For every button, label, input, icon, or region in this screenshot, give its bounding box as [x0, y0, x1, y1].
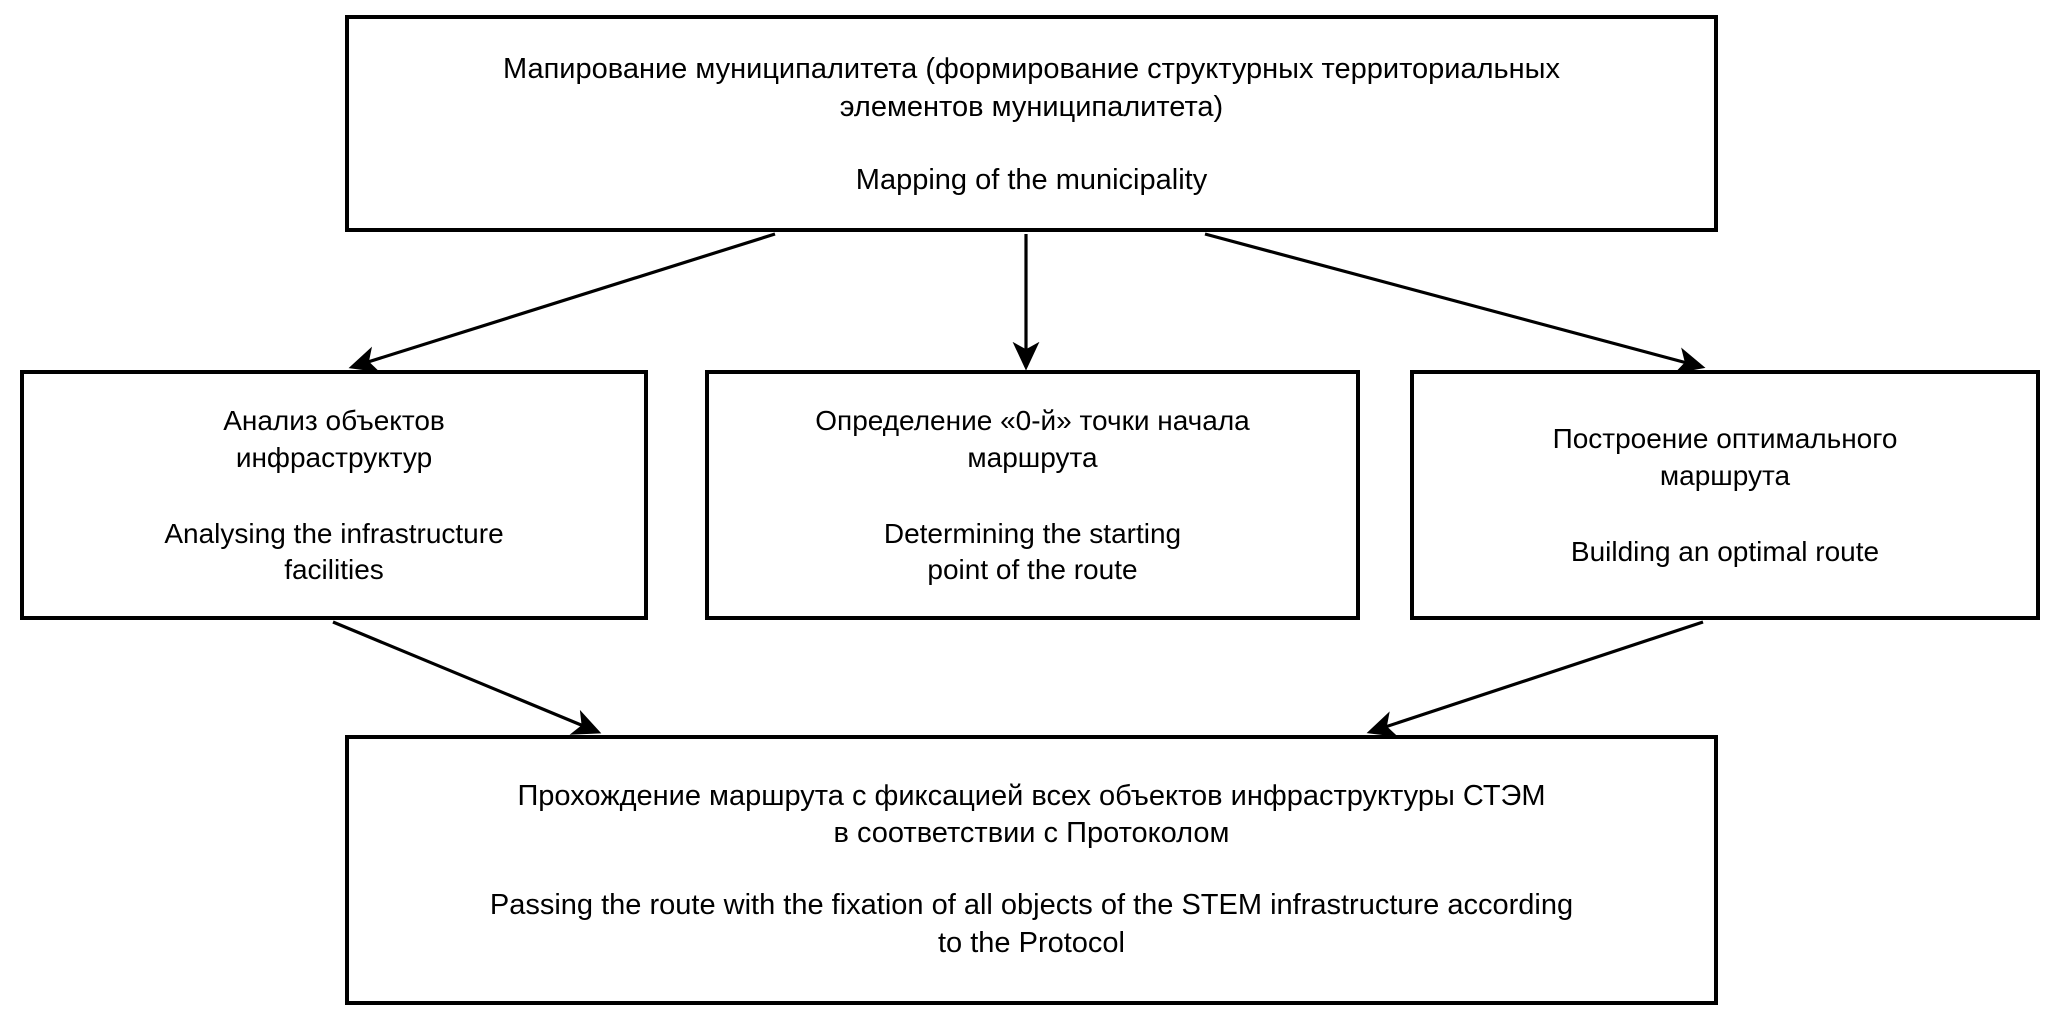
- node-analysis-text-ru: Анализ объектов инфраструктур: [223, 405, 445, 473]
- node-mapping-of-the-municipality[interactable]: Мапирование муниципалитета (формирование…: [345, 15, 1718, 232]
- node-passing-text-en: Passing the route with the fixation of a…: [489, 889, 1574, 959]
- node-mapping-text-ru: Мапирование муниципалитета (формирование…: [502, 52, 1561, 123]
- node-passing-text-ru: Прохождение маршрута с фиксацией всех об…: [517, 779, 1546, 850]
- node-determining-the-starting-point[interactable]: Определение «0-й» точки начала маршрута …: [705, 370, 1360, 620]
- edge-mapping-to-route: [1204, 232, 1706, 374]
- node-startpoint-text-en: Determining the starting point of the ro…: [883, 518, 1182, 586]
- node-route-text-ru: Построение оптимального маршрута: [1552, 423, 1898, 491]
- edge-mapping-to-analysis: [348, 232, 776, 373]
- node-analysing-the-infrastructure-facilities[interactable]: Анализ объектов инфраструктур Analysing …: [20, 370, 648, 620]
- node-analysis-text-en: Analysing the infrastructure facilities: [164, 518, 504, 586]
- node-building-an-optimal-route[interactable]: Построение оптимального маршрута Buildin…: [1410, 370, 2040, 620]
- node-mapping-text-en: Mapping of the municipality: [855, 164, 1208, 197]
- node-route-text-en: Building an optimal route: [1570, 536, 1880, 568]
- edge-analysis-to-passing: [332, 620, 602, 735]
- node-passing-the-route[interactable]: Прохождение маршрута с фиксацией всех об…: [345, 735, 1718, 1005]
- node-startpoint-text-ru: Определение «0-й» точки начала маршрута: [815, 405, 1250, 473]
- edge-route-to-passing: [1366, 620, 1704, 737]
